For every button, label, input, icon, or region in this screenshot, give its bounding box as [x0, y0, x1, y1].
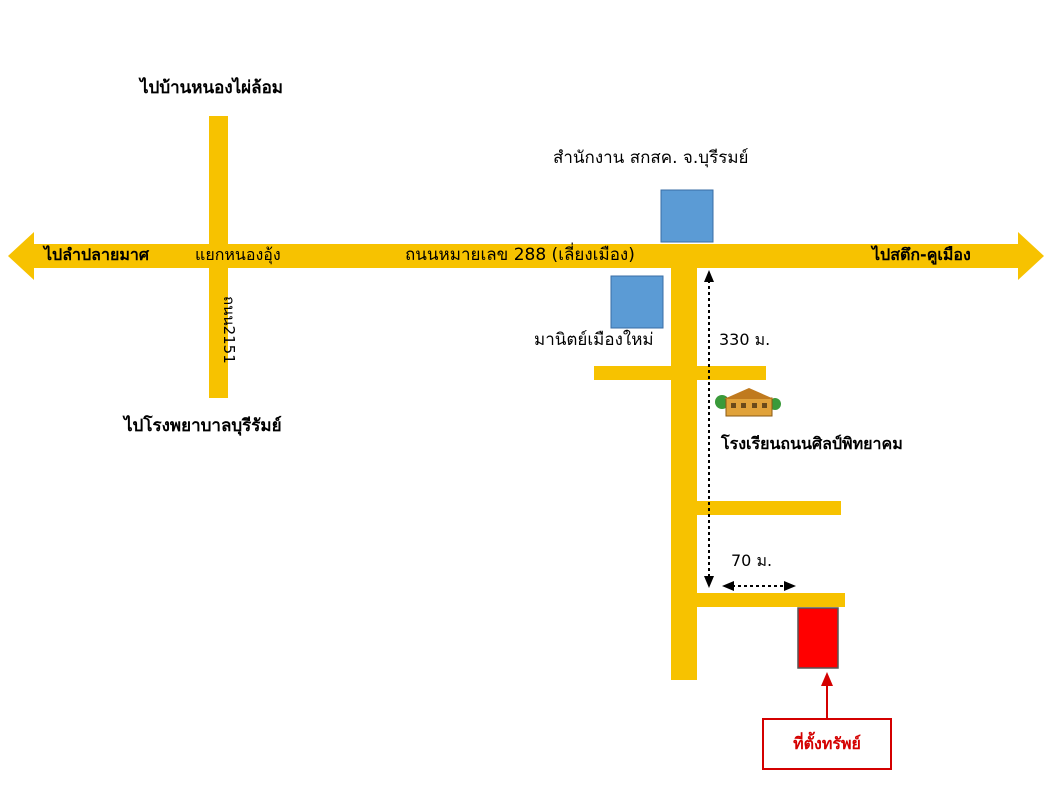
side-soi-2: [697, 501, 841, 515]
label-nong-ung-junction: แยกหนองอุ้ง: [195, 245, 281, 264]
highway-288-road: [8, 232, 1044, 280]
label-school: โรงเรียนถนนศิลป์พิทยาคม: [721, 434, 903, 453]
asset-pointer-arrow: [821, 672, 833, 718]
main-soi-road: [671, 256, 697, 680]
label-sakosok-office: สำนักงาน สกสค. จ.บุรีรมย์: [553, 148, 749, 168]
label-to-satuek-khu-mueang: ไปสตึก-คูเมือง: [872, 245, 971, 264]
manit-building: [610, 275, 664, 329]
label-distance-70: 70 ม.: [731, 551, 773, 570]
asset-location-label: ที่ตั้งทรัพย์: [793, 733, 861, 753]
asset-marker: [797, 607, 839, 669]
asset-location-callout: ที่ตั้งทรัพย์: [762, 718, 892, 770]
distance-70-arrow: [722, 581, 796, 591]
label-manit-mueang-mai: มานิตย์เมืองใหม่: [534, 330, 654, 350]
label-to-nong-phai-lom: ไปบ้านหนองไผ่ล้อม: [140, 78, 283, 98]
label-highway-288: ถนนหมายเลข 288 (เลี่ยงเมือง): [405, 245, 635, 265]
label-to-buriram-hospital: ไปโรงพยาบาลบุรีรัมย์: [124, 416, 282, 436]
label-to-lam-plai-mat: ไปลำปลายมาศ: [44, 245, 149, 264]
label-road-2151: ถนน2151: [220, 296, 238, 364]
sakosok-office-building: [660, 189, 714, 243]
side-soi-3: [697, 593, 845, 607]
school-icon: [715, 388, 781, 417]
side-soi-1: [594, 366, 766, 380]
road-2151: [209, 116, 228, 398]
distance-330-arrow: [704, 270, 714, 588]
label-distance-330: 330 ม.: [719, 330, 771, 349]
